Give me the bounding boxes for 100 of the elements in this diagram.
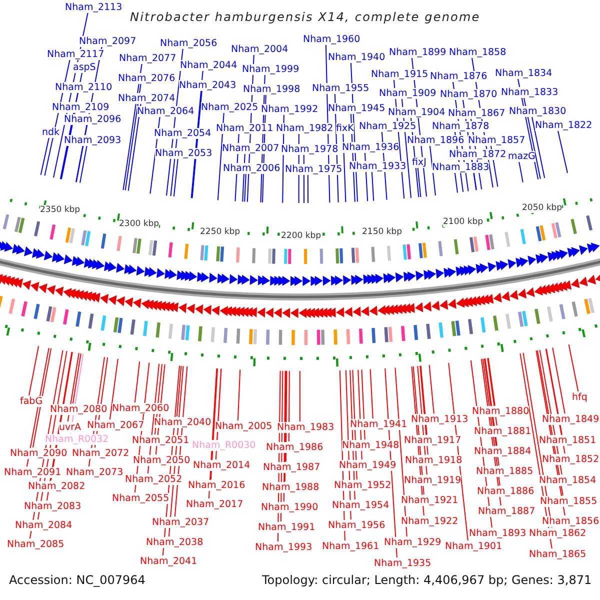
leader-line: [429, 145, 436, 196]
gene-label: Nham_2007: [222, 142, 280, 154]
gene-label: Nham_1956: [328, 520, 386, 530]
leader-line: [124, 83, 142, 191]
leader-line: [217, 112, 224, 201]
gene-label: Nham_2050: [133, 454, 190, 466]
gene-label: Nham_1925: [359, 120, 416, 132]
gene-label: Nham_2083: [24, 500, 82, 512]
gene-label: Nham_2052: [125, 474, 182, 484]
leader-line: [134, 361, 140, 403]
gene-label: Nham_2076: [118, 72, 176, 84]
gene-label: Nham_1975: [285, 164, 342, 174]
gene-label: Nham_1949: [339, 460, 396, 470]
gene-label: Nham_1881: [474, 426, 532, 436]
gene-label: Nham_1999: [242, 64, 300, 74]
gene-label: Nham_1948: [342, 440, 400, 450]
gene-label: Nham_1918: [405, 454, 462, 466]
leader-line: [488, 358, 496, 406]
gene-label: Nham_1990: [261, 502, 318, 512]
gene-label: Nham_1983: [277, 422, 334, 432]
leader-line: [109, 358, 118, 420]
gene-label: Nham_1901: [445, 540, 502, 552]
leader-line: [32, 348, 52, 448]
gene-label: Nham_2005: [215, 420, 272, 432]
leader-line: [454, 172, 458, 194]
leader-line: [26, 347, 50, 467]
gene-label: Nham_1955: [312, 82, 370, 94]
gene-label: Nham_1856: [542, 516, 600, 526]
gene-label: Nham_1978: [281, 144, 338, 154]
scale-label: 2050 kbp: [522, 203, 562, 213]
gene-label: Nham_2025: [201, 102, 258, 112]
leader-line: [307, 174, 308, 204]
gene-label: Nham_1993: [255, 542, 312, 552]
gene-label: Nham_1909: [379, 88, 436, 98]
gene-label: Nham_1858: [449, 46, 506, 58]
gene-label: ndk: [42, 126, 60, 138]
leader-line: [40, 137, 50, 176]
gene-label: Nham_2043: [179, 80, 236, 90]
gene-label: Nham_2054: [154, 128, 212, 138]
leader-line: [299, 370, 300, 422]
gene-label: Nham_2077: [119, 52, 176, 64]
scale-label: 2200 kbp: [281, 231, 322, 241]
gene-label: Nham_2073: [66, 466, 124, 478]
footer-text: Accession: NC_007964: [9, 573, 146, 587]
gene-label: Nham_1982: [276, 122, 334, 134]
scale-label: 2350 kbp: [40, 205, 80, 215]
gene-label: fixK: [336, 122, 354, 134]
gene-label: Nham_2040: [154, 416, 212, 428]
gene-label: Nham_1987: [263, 462, 320, 472]
gene-label: Nham_2113: [65, 2, 122, 12]
gene-label: Nham_2038: [146, 536, 204, 548]
gene-label: Nham_2016: [188, 480, 246, 490]
gene-label: Nham_1915: [371, 68, 428, 80]
gene-label: Nham_2044: [180, 60, 238, 70]
gene-label: Nham_1941: [350, 418, 408, 430]
gene-label: Nham_2060: [112, 402, 170, 414]
gene-label: Nham_1865: [529, 548, 586, 560]
gene-label: Nham_2074: [118, 92, 176, 104]
footer-text: Topology: circular; Length: 4,406,967 bp; Genes: 3,871: [262, 573, 592, 587]
leader-line: [28, 346, 40, 396]
gene-label: fixJ: [412, 156, 426, 168]
leader-line: [568, 344, 579, 392]
gene-label: Nham_1904: [388, 106, 446, 118]
leader-line: [546, 348, 562, 435]
leader-line: [361, 369, 366, 440]
leader-line: [173, 158, 178, 197]
gene-label: Nham_1922: [401, 516, 458, 526]
gene-label: Nham_2017: [186, 498, 244, 510]
gene-label: Nham_1887: [478, 506, 536, 516]
gene-label: Nham_2090: [10, 448, 68, 458]
leader-line: [72, 353, 82, 404]
gene-label: Nham_1986: [266, 442, 324, 452]
gene-label: Nham_1899: [389, 46, 446, 58]
gene-label: Nham_1857: [468, 134, 526, 146]
gene-label: Nham_1896: [407, 134, 464, 146]
leader-line: [244, 173, 246, 202]
gene-label: Nham_1917: [404, 434, 462, 446]
gene-label: Nham_2085: [7, 538, 64, 550]
gene-label: Nham_1940: [328, 52, 386, 62]
gene-label: Nham_1880: [472, 406, 530, 416]
gene-label: Nham_2041: [140, 556, 198, 566]
gene-label: Nham_1945: [328, 102, 386, 114]
gene-label: aspS: [73, 62, 96, 72]
gene-label: Nham_2056: [160, 38, 218, 48]
scale-label: 2250 kbp: [200, 227, 240, 237]
gene-label: Nham_1998: [243, 84, 300, 94]
leader-line: [518, 161, 524, 183]
gene-label: Nham_1952: [334, 480, 392, 490]
gene-label: Nham_1919: [404, 474, 462, 486]
gene-label: Nham_1913: [411, 414, 468, 424]
leader-line: [552, 347, 566, 414]
gene-label: Nham_1851: [539, 434, 596, 446]
scale-label: 2300 kbp: [119, 219, 160, 229]
leader-line: [428, 364, 434, 414]
gene-label: Nham_2109: [52, 102, 110, 112]
gene-label: Nham_2080: [50, 404, 108, 414]
gene-label: Nham_1929: [384, 536, 442, 548]
gene-label: Nham_1885: [476, 466, 534, 476]
leader-line: [128, 103, 142, 192]
gene-label: Nham_2055: [112, 492, 170, 504]
